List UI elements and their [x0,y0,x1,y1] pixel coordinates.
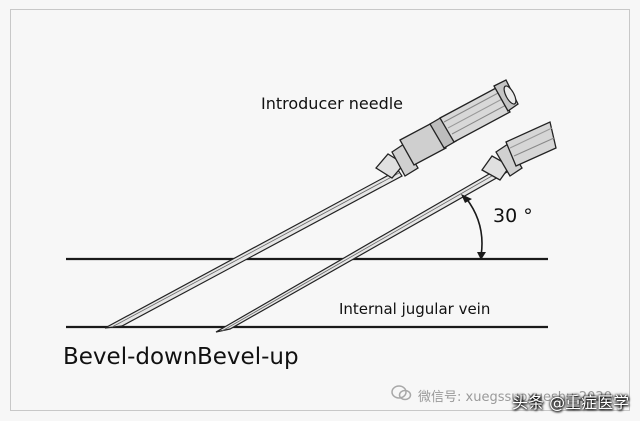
bevel-up-label: Bevel-up [197,344,299,370]
watermark-brand: 头条 @重症医学 [512,393,630,412]
angle-indicator [461,194,486,260]
angle-label: 30 ° [493,205,533,227]
bevel-up-needle [215,121,557,333]
watermark-account: 微信号: xuegssuoxueshu-2020 [418,390,612,405]
diagram-border [10,9,630,411]
introducer-needle-label: Introducer needle [261,94,404,113]
bevel-down-hub [375,79,519,179]
bevel-up-hub [481,121,557,181]
bevel-down-needle [104,79,519,329]
vein-label: Internal jugular vein [339,300,491,318]
wechat-icon [391,385,412,401]
bevel-down-label: Bevel-down [63,344,198,370]
